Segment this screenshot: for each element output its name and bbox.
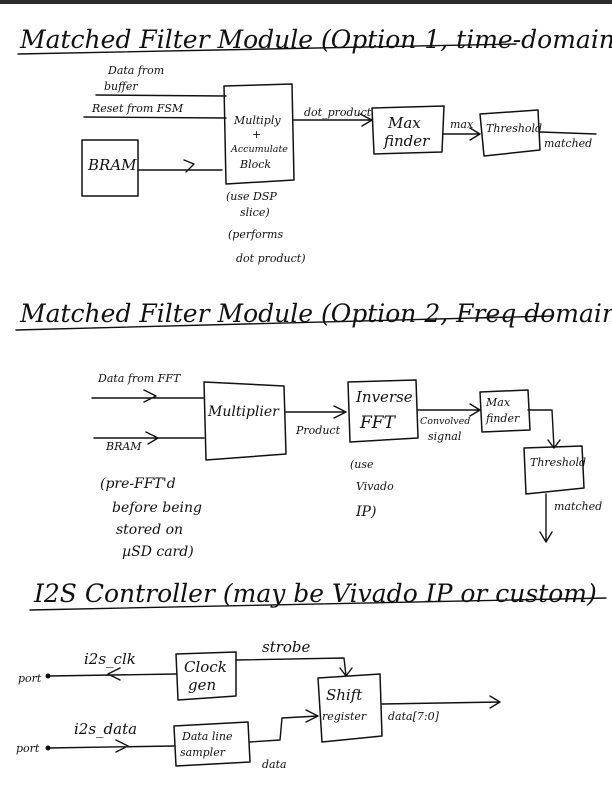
option2-ip-note-3: IP) bbox=[355, 504, 376, 520]
option1-mac-label-2: + bbox=[252, 128, 261, 141]
i2s-sampler-to-shift-arrow bbox=[249, 709, 319, 743]
option1-bram-block bbox=[81, 139, 139, 197]
option2-bram-note-1: (pre-FFT'd bbox=[100, 476, 176, 492]
option1-note-1: (use DSP bbox=[226, 190, 277, 203]
option2-bram-arrow bbox=[93, 431, 205, 445]
i2s-shift-label-1: Shift bbox=[326, 686, 363, 704]
i2s-data-label: i2s_data bbox=[74, 720, 137, 738]
option2-matched-label: matched bbox=[554, 500, 602, 513]
option1-mac-label-4: Block bbox=[239, 158, 271, 171]
i2s-clock-gen-label-2: gen bbox=[188, 676, 216, 694]
i2s-port2-label: port bbox=[16, 742, 40, 755]
option1-threshold-label: Threshold bbox=[486, 122, 542, 135]
i2s-shift-label-2: register bbox=[322, 710, 367, 723]
option2-bram-label: BRAM bbox=[105, 440, 142, 453]
option2-ifft-block bbox=[347, 379, 419, 443]
i2s-clk-arrow bbox=[47, 667, 177, 681]
i2s-clock-gen-label-1: Clock bbox=[184, 658, 227, 676]
option1-matched-label: matched bbox=[544, 137, 592, 150]
i2s-sampler-block bbox=[173, 721, 251, 767]
window-top-bar bbox=[0, 0, 612, 4]
option1-mac-label-3: Accumulate bbox=[230, 144, 288, 155]
option1-max-arrow bbox=[443, 127, 481, 141]
option2-max-finder-block bbox=[479, 389, 531, 433]
option2-max-to-threshold-arrow bbox=[527, 409, 561, 449]
option2-title-underline bbox=[15, 315, 553, 331]
option1-data-line bbox=[95, 94, 227, 97]
option1-reset-label: Reset from FSM bbox=[91, 102, 184, 115]
option2-fft-input-label: Data from FFT bbox=[97, 372, 182, 385]
option2-ip-note-2: Vivado bbox=[356, 480, 394, 493]
option1-reset-line bbox=[83, 116, 227, 119]
i2s-clk-label: i2s_clk bbox=[84, 650, 136, 668]
option2-max-label-2: finder bbox=[485, 412, 520, 425]
option2-ifft-label-2: FFT bbox=[359, 413, 397, 433]
option1-mac-label-1: Multiply bbox=[233, 114, 281, 127]
option1-max-label-2: finder bbox=[383, 132, 430, 150]
option2-convolved-label-1: Convolved bbox=[420, 416, 470, 427]
i2s-sampler-label-1: Data line bbox=[181, 730, 233, 743]
i2s-data-in-arrow bbox=[47, 739, 175, 753]
option2-title: Matched Filter Module (Option 2, Freq do… bbox=[19, 299, 612, 328]
option2-bram-note-2: before being bbox=[112, 500, 202, 516]
option2-multiplier-block bbox=[203, 381, 287, 461]
option1-title: Matched Filter Module (Option 1, time-do… bbox=[19, 25, 612, 54]
option1-bram-arrow bbox=[137, 159, 223, 173]
i2s-sampler-label-2: sampler bbox=[180, 746, 226, 759]
option2-threshold-label: Threshold bbox=[530, 456, 586, 469]
option2-matched-arrow bbox=[539, 493, 553, 543]
option2-multiplier-label: Multiplier bbox=[207, 404, 280, 420]
option2-fft-input-arrow bbox=[91, 389, 205, 403]
option1-input-data-label-1: Data from bbox=[107, 64, 164, 77]
i2s-data-out-arrow bbox=[381, 695, 501, 709]
option2-convolved-arrow bbox=[417, 403, 481, 417]
option1-max-label-1: Max bbox=[387, 114, 421, 132]
option2-ifft-label-1: Inverse bbox=[355, 388, 413, 406]
option2-convolved-label-2: signal bbox=[428, 430, 462, 443]
i2s-port1-label: port bbox=[18, 672, 42, 685]
i2s-shift-register-block bbox=[317, 673, 383, 743]
i2s-strobe-label: strobe bbox=[262, 638, 311, 656]
i2s-title: I2S Controller (may be Vivado IP or cust… bbox=[33, 579, 597, 608]
i2s-sampler-data-label: data bbox=[262, 758, 287, 771]
i2s-data-out-label: data[7:0] bbox=[388, 710, 440, 723]
option1-dot-product-label: dot_product bbox=[304, 106, 372, 119]
option1-bram-label: BRAM bbox=[87, 156, 137, 174]
option1-max-finder-block bbox=[371, 105, 445, 155]
option2-bram-note-3: stored on bbox=[116, 522, 183, 538]
option1-mac-block bbox=[223, 83, 295, 185]
option1-note-3: (performs bbox=[228, 228, 283, 241]
i2s-strobe-arrow bbox=[235, 657, 353, 677]
option2-product-label: Product bbox=[295, 424, 341, 437]
option1-title-underline bbox=[17, 43, 517, 55]
i2s-title-underline bbox=[29, 597, 607, 611]
i2s-clock-gen-block bbox=[175, 651, 237, 701]
option1-note-4: dot product) bbox=[236, 252, 306, 265]
option2-threshold-block bbox=[523, 445, 585, 495]
option2-product-arrow bbox=[285, 405, 347, 419]
option1-note-2: slice) bbox=[240, 206, 270, 219]
option1-input-data-label-2: buffer bbox=[104, 80, 138, 93]
option1-threshold-block bbox=[479, 109, 541, 157]
option2-ip-note-1: (use bbox=[350, 458, 374, 471]
option2-bram-note-4: µSD card) bbox=[122, 544, 194, 560]
option1-matched-line bbox=[539, 131, 597, 135]
option2-max-label-1: Max bbox=[485, 396, 511, 409]
option1-max-out-label: max bbox=[450, 118, 474, 131]
